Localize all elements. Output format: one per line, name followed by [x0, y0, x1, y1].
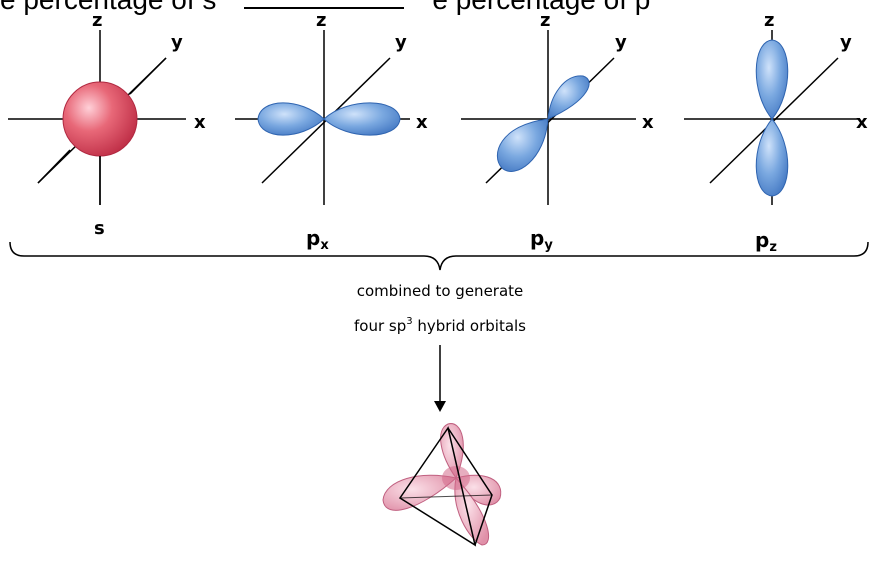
pz-orbital-panel: z y x pz	[684, 10, 868, 255]
y-axis-label: y	[840, 32, 852, 53]
x-axis-label: x	[642, 112, 654, 133]
cropped-header-text: e percentage of s e percentage of p	[0, 0, 650, 16]
caption-line-2: four sp3 hybrid orbitals	[354, 316, 526, 335]
grouping-brace	[9, 241, 869, 271]
tetrahedron-outline	[398, 426, 493, 547]
hybrid-lobe-left	[382, 474, 458, 511]
y-axis-label: y	[615, 32, 627, 53]
px-lobe-positive	[323, 102, 401, 136]
header-right-fragment: e percentage of p	[432, 0, 650, 15]
x-axis-label: x	[856, 112, 868, 133]
z-axis-label: z	[92, 10, 102, 31]
caption-line-1: combined to generate	[357, 282, 524, 300]
px-orbital-panel: z y x px	[235, 10, 428, 253]
orbital-label-py: py	[530, 226, 553, 253]
down-arrow-head	[434, 401, 446, 412]
x-axis-label: x	[194, 112, 206, 133]
orbital-label-px: px	[306, 226, 329, 253]
pz-lobe-lower	[755, 118, 789, 197]
py-lobe-back	[547, 75, 590, 120]
y-axis-label: y	[395, 32, 407, 53]
py-lobe-front	[497, 118, 549, 172]
px-lobe-negative	[257, 102, 325, 136]
z-axis-label: z	[540, 10, 550, 31]
y-axis-label: y	[171, 32, 183, 53]
z-axis-label: z	[316, 10, 326, 31]
z-axis-label: z	[764, 10, 774, 31]
orbital-label-s: s	[94, 218, 105, 239]
y-axis	[709, 57, 839, 184]
py-orbital-panel: z y x py	[461, 10, 654, 253]
sp3-hybrid-orbitals	[382, 423, 502, 547]
orbital-label-pz: pz	[755, 228, 777, 255]
fill-in-blank	[244, 7, 405, 9]
x-axis-label: x	[416, 112, 428, 133]
header-left-fragment: e percentage of s	[0, 0, 216, 15]
s-orbital-panel: z y x s	[8, 10, 206, 239]
s-orbital-sphere	[62, 81, 138, 157]
pz-lobe-upper	[755, 39, 789, 120]
